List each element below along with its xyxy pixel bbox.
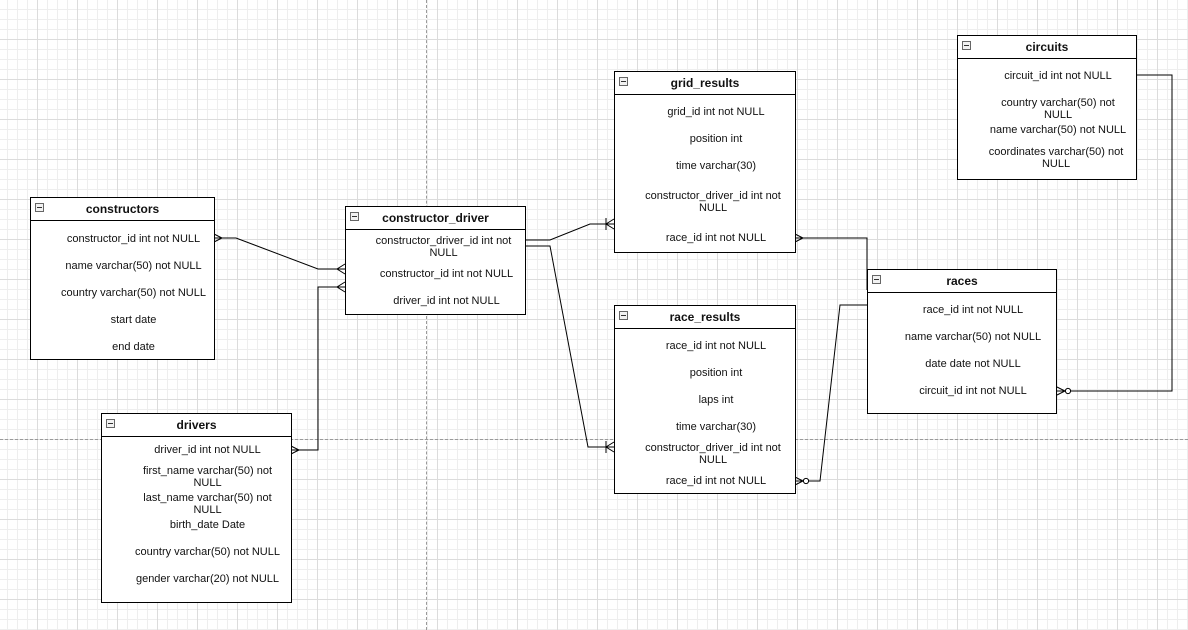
edge-constructor-driver-race-results[interactable] — [525, 245, 615, 453]
entity-grid-results[interactable]: grid_results grid_id int not NULL positi… — [614, 71, 796, 253]
entity-race-results[interactable]: race_results race_id int not NULL positi… — [614, 305, 796, 494]
collapse-toggle-icon[interactable] — [350, 212, 359, 221]
attribute-time[interactable]: time varchar(30) — [675, 421, 757, 433]
attribute-birth-date[interactable]: birth_date Date — [169, 519, 246, 531]
edge-race-results-races[interactable] — [794, 304, 867, 486]
attribute-position[interactable]: position int — [689, 367, 743, 379]
attribute-first-name[interactable]: first_name varchar(50) not NULL — [143, 465, 272, 489]
entity-drivers[interactable]: drivers driver_id int not NULL first_nam… — [101, 413, 292, 603]
attribute-race-id-2[interactable]: race_id int not NULL — [665, 475, 767, 487]
attribute-constructor-id[interactable]: constructor_id int not NULL — [66, 233, 201, 245]
attribute-end[interactable]: end date — [112, 341, 155, 353]
entity-title: race_results — [669, 310, 741, 324]
entity-title: circuits — [1025, 40, 1069, 54]
entity-header[interactable]: races — [868, 270, 1056, 293]
attribute-circuit-id[interactable]: circuit_id int not NULL — [919, 385, 1027, 397]
entity-circuits[interactable]: circuits circuit_id int not NULL country… — [957, 35, 1137, 180]
collapse-toggle-icon[interactable] — [619, 311, 628, 320]
attribute-time[interactable]: time varchar(30) — [675, 160, 757, 172]
entity-header[interactable]: drivers — [102, 414, 291, 437]
collapse-toggle-icon[interactable] — [619, 77, 628, 86]
entity-title: grid_results — [670, 76, 740, 90]
edge-constructors-constructor-driver[interactable] — [213, 233, 346, 275]
entity-races[interactable]: races race_id int not NULL name varchar(… — [867, 269, 1057, 414]
entity-header[interactable]: grid_results — [615, 72, 795, 95]
entity-title: races — [946, 274, 978, 288]
attribute-constructor-id[interactable]: constructor_id int not NULL — [379, 268, 514, 280]
attribute-name[interactable]: name varchar(50) not NULL — [65, 260, 202, 272]
attribute-gender[interactable]: gender varchar(20) not NULL — [135, 573, 280, 585]
attribute-country[interactable]: country varchar(50) not NULL — [61, 287, 206, 299]
attribute-circuit-id[interactable]: circuit_id int not NULL — [1004, 70, 1112, 82]
entity-header[interactable]: constructor_driver — [346, 207, 525, 230]
attribute-race-id[interactable]: race_id int not NULL — [665, 340, 767, 352]
entity-title: constructor_driver — [382, 211, 489, 225]
entity-constructors[interactable]: constructors constructor_id int not NULL… — [30, 197, 215, 360]
edge-drivers-constructor-driver[interactable] — [290, 281, 346, 455]
entity-header[interactable]: race_results — [615, 306, 795, 329]
attribute-laps[interactable]: laps int — [698, 394, 734, 406]
attribute-race-id[interactable]: race_id int not NULL — [922, 304, 1024, 316]
entity-title: drivers — [176, 418, 217, 432]
attribute-constructor-driver-id[interactable]: constructor_driver_id int not NULL — [375, 235, 512, 259]
entity-header[interactable]: circuits — [958, 36, 1136, 59]
collapse-toggle-icon[interactable] — [962, 41, 971, 50]
attribute-country[interactable]: country varchar(50) not NULL — [135, 546, 280, 558]
attribute-driver-id[interactable]: driver_id int not NULL — [154, 444, 261, 456]
attribute-position[interactable]: position int — [689, 133, 743, 145]
attribute-driver-id[interactable]: driver_id int not NULL — [393, 295, 500, 307]
entity-title: constructors — [85, 202, 160, 216]
attribute-date[interactable]: date date not NULL — [925, 358, 1021, 370]
edge-grid-results-races[interactable] — [794, 233, 868, 290]
attribute-name[interactable]: name varchar(50) not NULL — [989, 124, 1127, 136]
attribute-last-name[interactable]: last_name varchar(50) not NULL — [143, 492, 272, 516]
attribute-race-id[interactable]: race_id int not NULL — [665, 232, 767, 244]
attribute-start[interactable]: start date — [110, 314, 157, 326]
collapse-toggle-icon[interactable] — [872, 275, 881, 284]
collapse-toggle-icon[interactable] — [35, 203, 44, 212]
attribute-country[interactable]: country varchar(50) not NULL — [1001, 97, 1115, 121]
attribute-name[interactable]: name varchar(50) not NULL — [904, 331, 1042, 343]
attribute-constructor-driver-id[interactable]: constructor_driver_id int not NULL — [645, 442, 781, 466]
entity-constructor-driver[interactable]: constructor_driver constructor_driver_id… — [345, 206, 526, 315]
attribute-grid-id[interactable]: grid_id int not NULL — [667, 106, 765, 118]
attribute-coordinates[interactable]: coordinates varchar(50) not NULL — [988, 146, 1124, 170]
attribute-constructor-driver-id[interactable]: constructor_driver_id int not NULL — [645, 190, 781, 214]
entity-header[interactable]: constructors — [31, 198, 214, 221]
edge-constructor-driver-grid-results[interactable] — [525, 218, 615, 241]
collapse-toggle-icon[interactable] — [106, 419, 115, 428]
vertical-guide-line — [426, 0, 427, 630]
